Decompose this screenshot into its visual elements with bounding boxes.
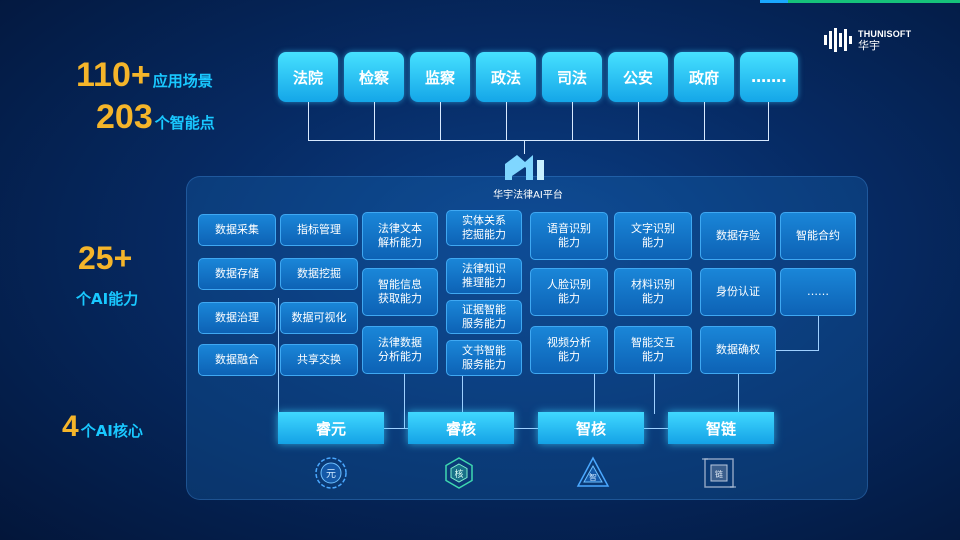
stat-cores: 4 个AI核心 <box>62 410 143 444</box>
stat-scenes-number: 110+ <box>76 56 151 94</box>
cap-data-visualization[interactable]: 数据可视化 <box>280 302 358 334</box>
stat-abilities-number: 25+ <box>78 240 133 276</box>
core-ruiyuan[interactable]: 睿元 <box>278 412 384 444</box>
platform-logo-icon <box>505 155 544 180</box>
core-ruihe-icon-glyph: 核 <box>454 468 463 480</box>
stat-cores-number: 4 <box>62 410 79 443</box>
cap-identity-auth[interactable]: 身份认证 <box>700 268 776 316</box>
stat-points-number: 203 <box>96 98 153 136</box>
connector-line <box>404 374 405 428</box>
brand-logo-icon <box>824 28 852 52</box>
core-zhihe-icon-glyph: 智 <box>589 472 597 482</box>
cap-video-analysis[interactable]: 视频分析 能力 <box>530 326 608 374</box>
connector-line <box>440 102 441 140</box>
stat-scenes-label: 应用场景 <box>152 72 213 90</box>
stat-scenes: 110+ 应用场景 <box>76 56 213 95</box>
top-accent-green <box>788 0 960 3</box>
stat-abilities-label-wrap: 个AI能力 <box>76 288 138 309</box>
core-ruiyuan-icon-glyph: 元 <box>326 469 336 480</box>
brand-logo: THUNISOFT 华宇 <box>824 28 911 52</box>
cap-text-recognition[interactable]: 文字识别 能力 <box>614 212 692 260</box>
connector-line <box>638 102 639 140</box>
stat-abilities-number-wrap: 25+ <box>78 240 132 277</box>
core-zhihe-triangle-icon: 智 <box>576 456 610 487</box>
connector-line <box>514 428 538 429</box>
connector-bus <box>308 140 769 141</box>
connector-line <box>774 350 818 351</box>
app-box-government[interactable]: 政府 <box>674 52 734 102</box>
cap-material-recognition[interactable]: 材料识别 能力 <box>614 268 692 316</box>
cap-data-fusion[interactable]: 数据融合 <box>198 344 276 376</box>
cap-data-governance[interactable]: 数据治理 <box>198 302 276 334</box>
connector-line <box>572 102 573 140</box>
connector-line <box>738 374 739 414</box>
stat-abilities-label: 个AI能力 <box>76 290 139 308</box>
cap-data-sharing[interactable]: 共享交换 <box>280 344 358 376</box>
connector-line <box>768 102 769 140</box>
connector-line <box>384 428 408 429</box>
core-ruihe-hexagon-icon: 核 <box>445 457 473 489</box>
cap-data-rights[interactable]: 数据确权 <box>700 326 776 374</box>
platform-label: 华宇法律AI平台 <box>493 190 563 201</box>
connector-line <box>374 102 375 140</box>
cap-speech-recognition[interactable]: 语音识别 能力 <box>530 212 608 260</box>
app-box-public-security[interactable]: 公安 <box>608 52 668 102</box>
brand-name-cn: 华宇 <box>858 40 880 52</box>
connector-line <box>524 140 525 154</box>
app-box-court[interactable]: 法院 <box>278 52 338 102</box>
stat-cores-label: 个AI核心 <box>80 422 143 440</box>
cap-data-collection[interactable]: 数据采集 <box>198 214 276 246</box>
connector-line <box>654 374 655 414</box>
cap-legal-knowledge-reasoning[interactable]: 法律知识 推理能力 <box>446 258 522 294</box>
connector-line <box>278 374 279 428</box>
app-box-procuratorate[interactable]: 检察 <box>344 52 404 102</box>
cap-document-service[interactable]: 文书智能 服务能力 <box>446 340 522 376</box>
app-box-justice[interactable]: 司法 <box>542 52 602 102</box>
core-ruihe[interactable]: 睿核 <box>408 412 514 444</box>
connector-line <box>462 368 463 414</box>
connector-line <box>278 298 279 374</box>
cap-evidence-service[interactable]: 证据智能 服务能力 <box>446 300 522 334</box>
cap-face-recognition[interactable]: 人脸识别 能力 <box>530 268 608 316</box>
connector-line <box>308 102 309 140</box>
cap-smart-contract[interactable]: 智能合约 <box>780 212 856 260</box>
cap-entity-relation-mining[interactable]: 实体关系 挖掘能力 <box>446 210 522 246</box>
app-box-political-legal[interactable]: 政法 <box>476 52 536 102</box>
core-zhilian-square-icon: 链 <box>702 458 736 488</box>
connector-line <box>506 102 507 140</box>
cap-more[interactable]: …… <box>780 268 856 316</box>
cap-indicator-management[interactable]: 指标管理 <box>280 214 358 246</box>
app-box-more[interactable]: ……. <box>740 52 798 102</box>
connector-line <box>818 314 819 351</box>
connector-line <box>594 374 595 414</box>
stat-points-label: 个智能点 <box>154 114 215 132</box>
brand-name-en: THUNISOFT <box>858 29 912 39</box>
core-zhihe[interactable]: 智核 <box>538 412 644 444</box>
core-ruiyuan-circle-icon: 元 <box>315 457 347 489</box>
connector-line <box>704 102 705 140</box>
cap-data-mining[interactable]: 数据挖掘 <box>280 258 358 290</box>
core-zhilian[interactable]: 智链 <box>668 412 774 444</box>
cap-legal-text-parsing[interactable]: 法律文本 解析能力 <box>362 212 438 260</box>
app-box-supervision[interactable]: 监察 <box>410 52 470 102</box>
core-zhilian-icon-glyph: 链 <box>715 469 723 479</box>
connector-line <box>644 428 668 429</box>
cap-smart-info-acquisition[interactable]: 智能信息 获取能力 <box>362 268 438 316</box>
stat-points: 203 个智能点 <box>96 98 215 137</box>
cap-smart-interaction[interactable]: 智能交互 能力 <box>614 326 692 374</box>
cap-legal-data-analysis[interactable]: 法律数据 分析能力 <box>362 326 438 374</box>
top-accent-blue <box>760 0 788 3</box>
cap-data-attestation[interactable]: 数据存验 <box>700 212 776 260</box>
cap-data-storage[interactable]: 数据存储 <box>198 258 276 290</box>
